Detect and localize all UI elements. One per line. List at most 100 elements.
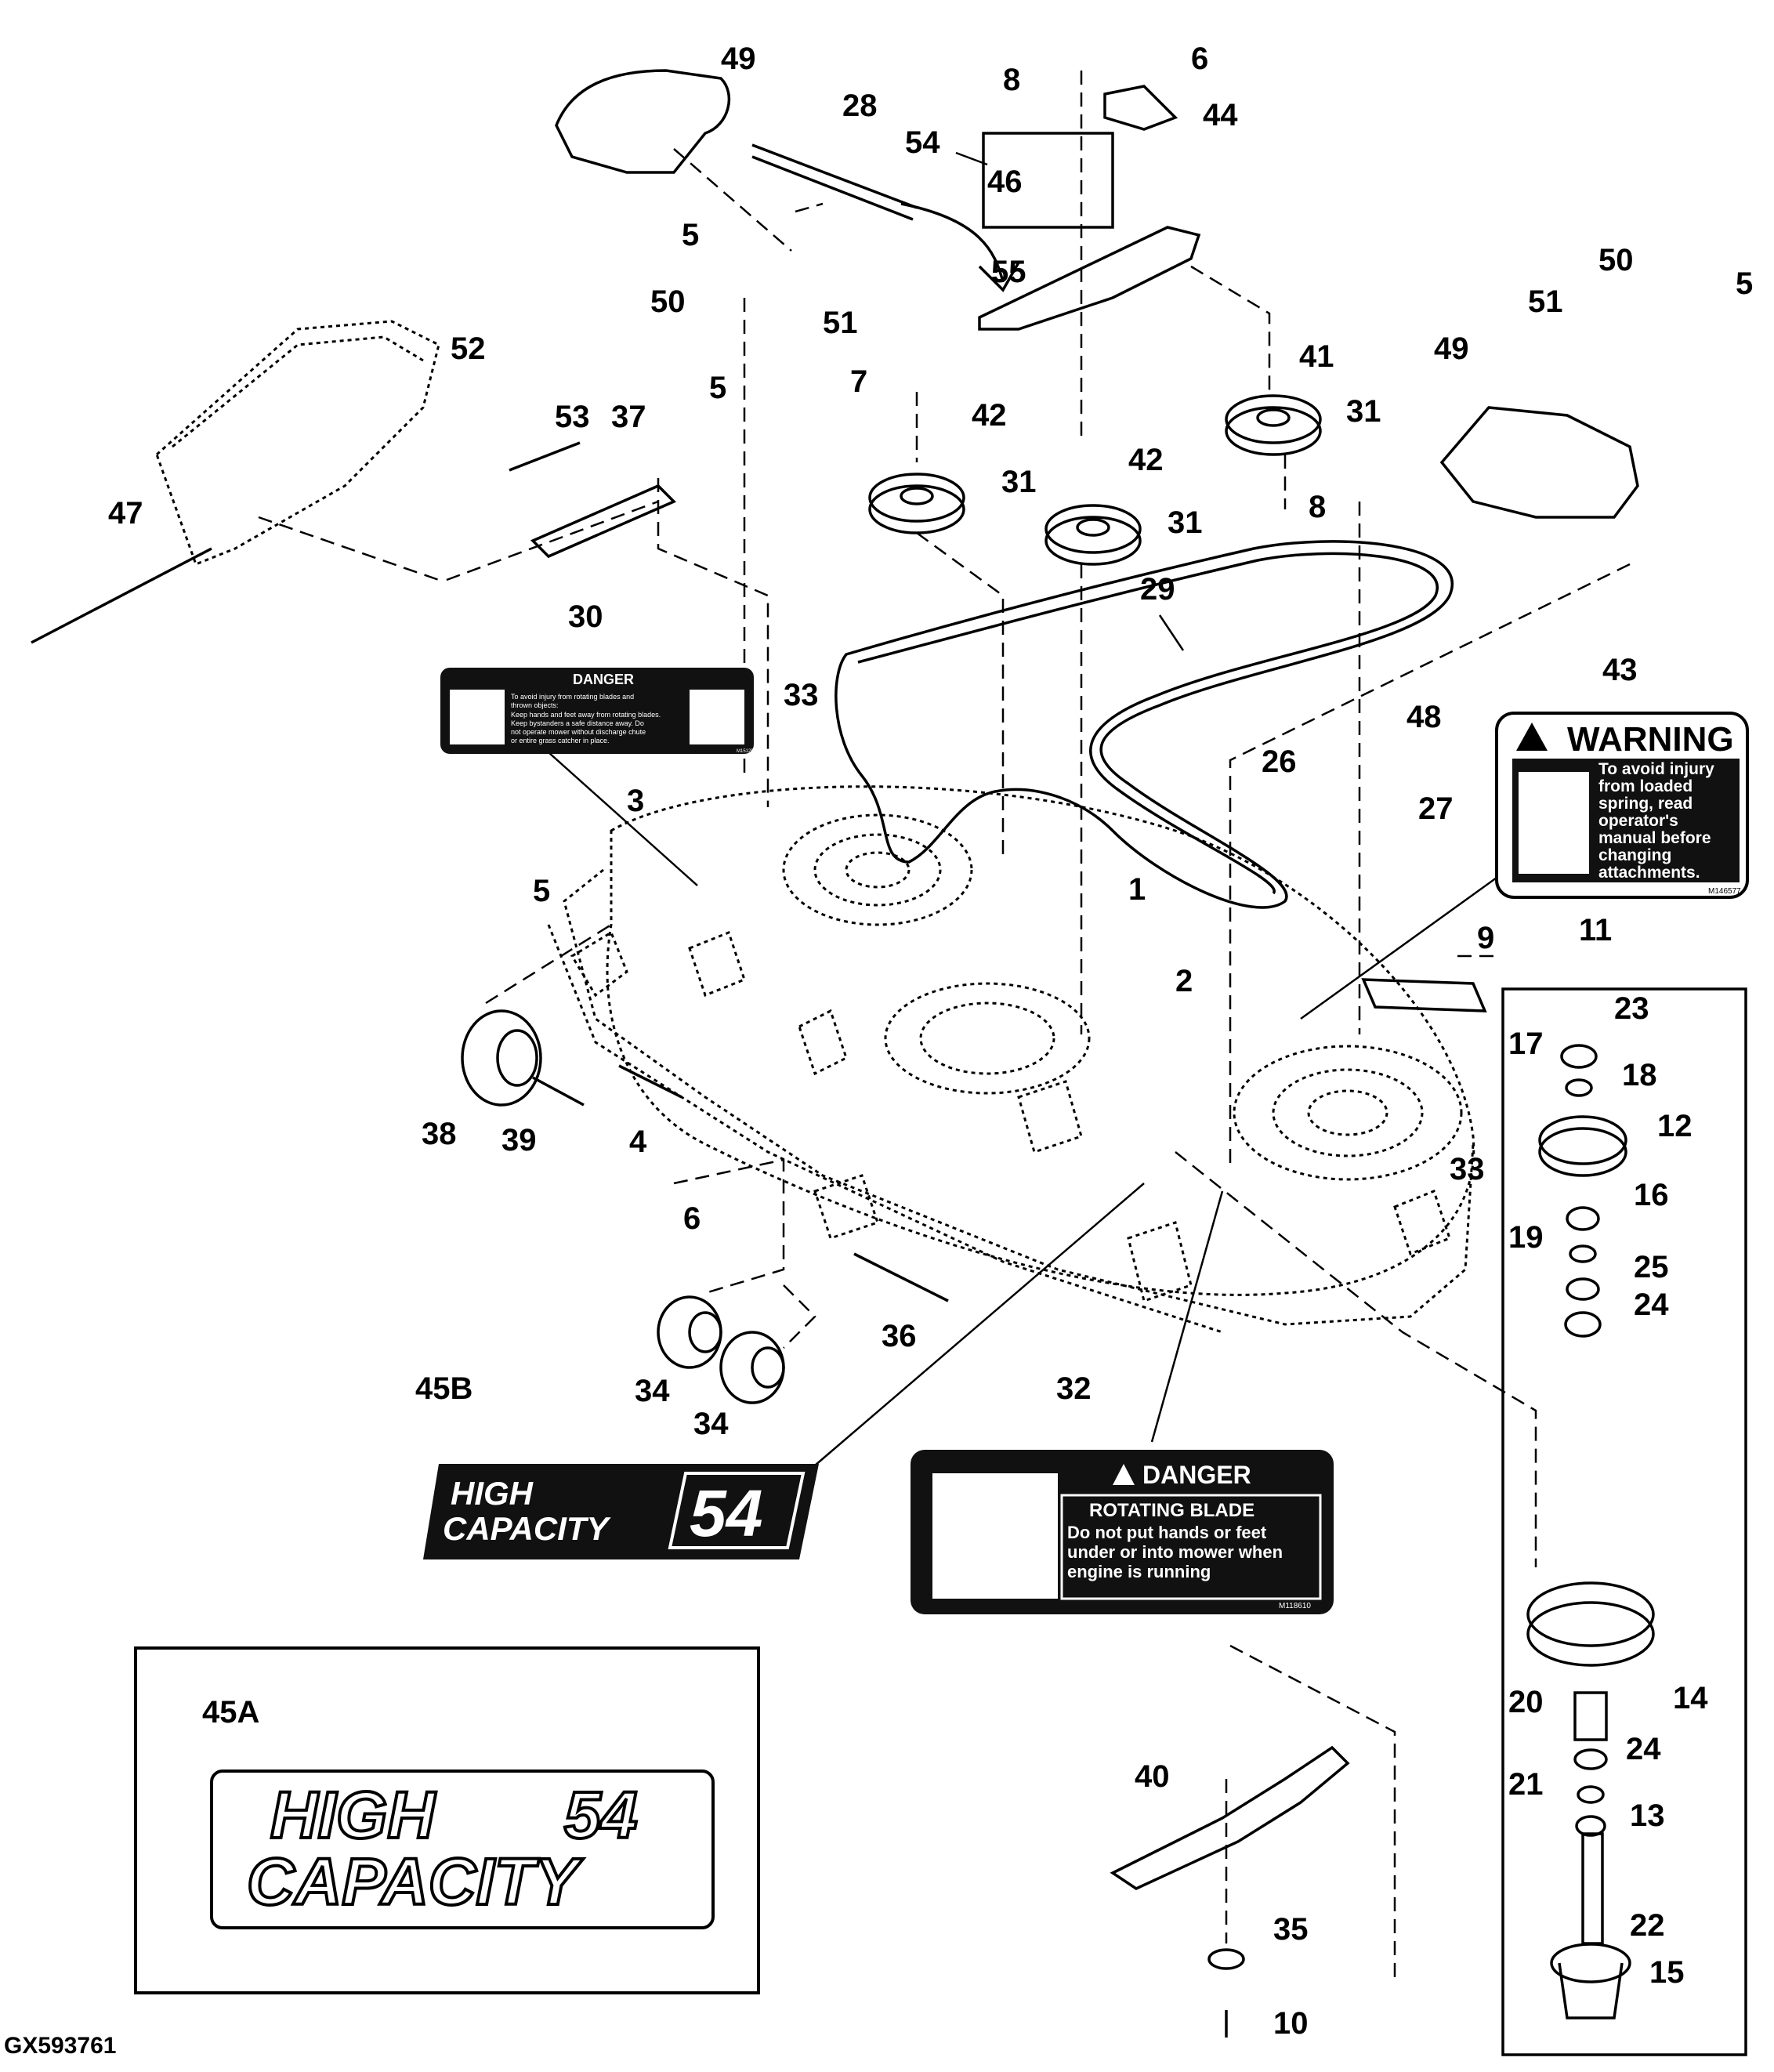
figure-id: GX593761 (4, 2033, 116, 2059)
shaft-36 (853, 1252, 949, 1302)
leader-45b (814, 1183, 1145, 1466)
callout-36: 36 (882, 1319, 917, 1353)
decal-45a-line2: CAPACITY (247, 1845, 584, 1918)
extension-spring (751, 143, 1020, 292)
callout-51b: 51 (1528, 284, 1563, 319)
callout-6: 6 (1191, 42, 1208, 76)
callout-54: 54 (905, 125, 940, 160)
roller (719, 1331, 785, 1404)
callout-53: 53 (555, 400, 590, 434)
callout-29: 29 (1140, 572, 1175, 607)
decal-30-line2: thrown objects: (511, 701, 559, 709)
callout-3: 3 (627, 784, 644, 818)
callout-34a: 34 (635, 1374, 670, 1408)
decal-9 (1361, 978, 1487, 1012)
callout-5d: 5 (533, 874, 550, 908)
callout-31a: 31 (1346, 394, 1381, 429)
callout-24a: 24 (1634, 1288, 1669, 1322)
callout-9: 9 (1477, 921, 1494, 955)
callout-21: 21 (1508, 1767, 1544, 1802)
callout-11: 11 (1579, 913, 1612, 947)
callout-5b: 5 (1736, 266, 1753, 301)
decal-30: DANGER To avoid injury from rotating bla… (440, 668, 757, 754)
drive-belt (835, 540, 1454, 909)
decal-43-line7: attachments. (1598, 864, 1700, 882)
decal-43-line2: from loaded (1598, 777, 1693, 795)
deflector-left (555, 69, 731, 174)
callout-2: 2 (1175, 964, 1193, 998)
gauge-wheel (461, 1009, 542, 1107)
leader-32 (1150, 1190, 1224, 1443)
decal-32: DANGER ROTATING BLADE Do not put hands o… (911, 1450, 1334, 1614)
callout-45a: 45A (202, 1695, 259, 1730)
bracket (1103, 85, 1178, 131)
callout-33b: 33 (1450, 1152, 1485, 1186)
decal-30-line5: not operate mower without discharge chut… (511, 728, 646, 736)
callout-31c: 31 (1168, 505, 1203, 540)
spindle-parts (1526, 1044, 1655, 2019)
decal-30-header: DANGER (573, 672, 634, 687)
roller (657, 1295, 722, 1369)
decal-43-code: M146577 (1708, 887, 1741, 896)
decal-45b: HIGH CAPACITY 54 (423, 1464, 819, 1559)
warning-triangle-icon (1516, 723, 1548, 751)
idler-pulley (868, 473, 965, 534)
callout-34b: 34 (693, 1407, 729, 1441)
leader-29 (1158, 614, 1185, 651)
leader-30 (548, 752, 698, 886)
callout-52: 52 (451, 331, 486, 366)
callout-44: 44 (1203, 98, 1238, 132)
decal-30-code: M151256 (737, 749, 757, 754)
decal-45a-panel: HIGH 54 CAPACITY (134, 1646, 760, 1994)
warning-triangle-icon (1113, 1464, 1135, 1485)
callout-23: 23 (1614, 991, 1649, 1026)
callout-31b: 31 (1001, 465, 1037, 499)
decal-32-line1: Do not put hands or feet (1067, 1523, 1267, 1542)
callout-25: 25 (1634, 1250, 1669, 1284)
decal-43-line6: changing (1598, 846, 1671, 864)
callout-49: 49 (721, 42, 756, 76)
callout-numbers: 49 28 8 6 44 54 46 55 5 50 51 50 5 51 49… (108, 42, 1753, 2041)
bolt-4 (618, 1064, 682, 1099)
callout-42b: 42 (1128, 443, 1164, 477)
callout-6b: 6 (683, 1201, 701, 1236)
decal-45a-size: 54 (564, 1778, 637, 1852)
callout-17: 17 (1508, 1027, 1544, 1061)
callout-16: 16 (1634, 1178, 1669, 1212)
callout-41: 41 (1299, 339, 1334, 374)
decal-32-header: DANGER (1142, 1461, 1251, 1489)
axle-39 (532, 1076, 585, 1107)
decal-30-line1: To avoid injury from rotating blades and (511, 693, 634, 701)
kit-box-46 (982, 132, 1114, 229)
idler-pulley (1044, 504, 1142, 566)
discharge-chute (31, 320, 440, 644)
decal-32-subheader: ROTATING BLADE (1089, 1500, 1254, 1521)
decal-43-line1: To avoid injury (1598, 760, 1714, 778)
decal-30-line3: Keep hands and feet away from rotating b… (511, 711, 661, 719)
decal-32-line3: engine is running (1067, 1562, 1211, 1581)
callout-48: 48 (1407, 700, 1442, 734)
callout-37: 37 (611, 400, 646, 434)
decal-32-code: M118610 (1279, 1602, 1311, 1610)
decal-45a-line1: HIGH (270, 1778, 436, 1852)
callout-8: 8 (1003, 63, 1020, 97)
decal-30-line6: or entire grass catcher in place. (511, 737, 610, 744)
decal-43-line5: manual before (1598, 829, 1711, 847)
decal-43-line4: operator's (1598, 812, 1678, 830)
callout-14: 14 (1673, 1681, 1708, 1715)
idler-pulley (1225, 394, 1322, 456)
callout-42a: 42 (972, 398, 1007, 433)
decal-32-line2: under or into mower when (1067, 1542, 1283, 1562)
callout-39: 39 (501, 1123, 537, 1157)
callout-24b: 24 (1626, 1732, 1661, 1766)
callout-55: 55 (991, 255, 1026, 289)
assembly-lines (258, 71, 1631, 1983)
decal-43-header: WARNING (1567, 720, 1734, 759)
callout-20: 20 (1508, 1685, 1544, 1719)
decal-43-line3: spring, read (1598, 795, 1693, 813)
callout-5: 5 (682, 218, 699, 252)
callout-50b: 50 (1598, 243, 1634, 277)
callout-43: 43 (1602, 653, 1638, 687)
callout-10: 10 (1273, 2006, 1309, 2041)
